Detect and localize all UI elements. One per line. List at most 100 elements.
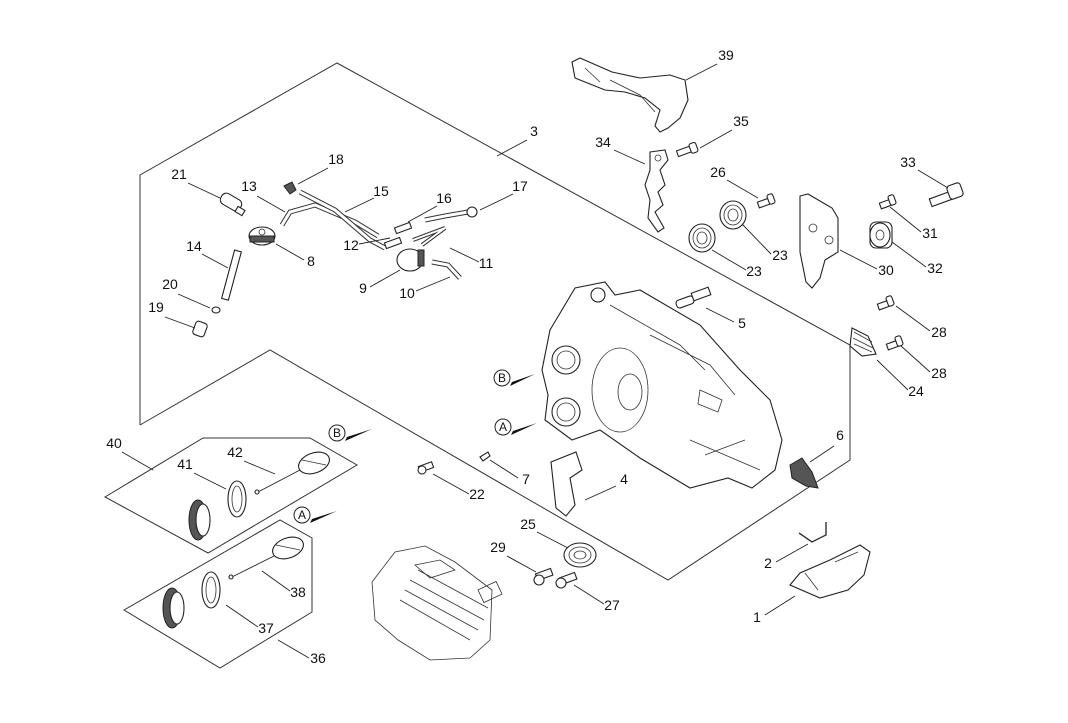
callout-number: 36 [310, 650, 326, 666]
part-5-pin [675, 286, 712, 309]
callout-number: 33 [900, 154, 916, 170]
callout-14: 14 [186, 238, 229, 269]
callout-31: 31 [889, 206, 938, 241]
part-10-hose [431, 259, 462, 280]
callout-15: 15 [344, 183, 389, 213]
ref-marker-letter: B [498, 371, 506, 385]
leader-line [261, 570, 291, 592]
part-36-plug [162, 587, 185, 629]
part-24-spring [849, 327, 877, 357]
part-1-cover [789, 544, 871, 599]
leader-line [506, 555, 537, 573]
leader-line [876, 359, 909, 391]
callout-4: 4 [584, 471, 628, 501]
callout-number: 37 [258, 620, 274, 636]
callout-number: 2 [764, 555, 772, 571]
callout-number: 28 [931, 365, 947, 381]
callout-34: 34 [595, 134, 646, 165]
assembly-frame-3 [139, 62, 851, 581]
callout-number: 16 [436, 190, 452, 206]
callout-number: 24 [908, 383, 924, 399]
callout-26: 26 [710, 164, 759, 199]
leader-line [573, 584, 605, 605]
callout-number: 11 [479, 255, 494, 271]
crankcase-housing [541, 281, 783, 489]
part-2-wire [798, 522, 827, 543]
ref-marker-a-main: A [494, 418, 537, 436]
callout-number: 4 [620, 471, 628, 487]
callout-21: 21 [171, 166, 221, 199]
leader-line [201, 253, 229, 269]
callout-33: 33 [900, 154, 949, 189]
leader-line [193, 472, 227, 490]
callout-39: 39 [685, 47, 734, 81]
part-41-oring [227, 480, 247, 518]
leader-line [685, 63, 718, 81]
callout-8: 8 [275, 243, 315, 269]
callout-number: 21 [171, 166, 187, 182]
part-31-screw [878, 194, 897, 210]
callout-29: 29 [490, 539, 537, 573]
callout-number: 42 [227, 444, 243, 460]
callout-22: 22 [432, 473, 485, 502]
leader-line [496, 139, 528, 157]
callout-32: 32 [891, 241, 943, 276]
part-40-plug [188, 499, 211, 541]
callout-1: 1 [753, 595, 796, 625]
callout-number: 35 [733, 113, 749, 129]
leader-line [839, 249, 878, 270]
part-18-elbow [283, 181, 297, 195]
part-7-pin [479, 451, 491, 462]
kit-frame-36 [123, 519, 313, 669]
leader-line [344, 197, 375, 213]
leader-line [164, 316, 196, 329]
callout-number: 29 [490, 539, 506, 555]
ref-marker-a-kit: A [293, 506, 337, 524]
leader-line [297, 167, 329, 185]
ref-marker-letter: A [298, 508, 306, 522]
part-4-plate [550, 451, 583, 517]
callout-20: 20 [162, 276, 211, 309]
callout-number: 5 [738, 315, 746, 331]
callout-number: 6 [836, 427, 844, 443]
leader-line [775, 543, 809, 563]
leader-line [369, 269, 401, 288]
leader-line [726, 179, 759, 199]
callout-number: 7 [522, 471, 530, 487]
callout-number: 8 [307, 253, 315, 269]
callout-7: 7 [489, 459, 530, 487]
callout-number: 20 [162, 276, 178, 292]
callout-number: 38 [290, 584, 306, 600]
part-17-hose [424, 206, 478, 223]
callout-40: 40 [106, 435, 154, 471]
callout-number: 14 [186, 238, 202, 254]
leader-line [699, 129, 733, 149]
callout-number: 41 [177, 456, 193, 472]
part-16-connector [393, 221, 413, 235]
leader-line [895, 305, 931, 332]
part-21-fitting [219, 192, 246, 217]
leader-line [187, 182, 221, 199]
part-28-screw-b [885, 335, 904, 351]
callout-number: 19 [148, 299, 164, 315]
callout-6: 6 [809, 427, 844, 463]
engine-cylinder [371, 545, 503, 661]
part-34-bracket [644, 149, 669, 233]
leader-line [449, 247, 480, 263]
callout-number: 25 [520, 516, 536, 532]
leader-line [256, 195, 286, 213]
part-14-tube [220, 249, 243, 301]
ref-marker-b-kit: B [328, 424, 372, 442]
callout-number: 27 [604, 597, 620, 613]
leader-line [889, 206, 922, 233]
leader-line [584, 485, 617, 501]
callout-number: 12 [343, 237, 359, 253]
part-29-screw [533, 567, 554, 586]
callout-number: 15 [373, 183, 389, 199]
part-6-clip [789, 457, 819, 489]
part-39-cover [571, 57, 689, 133]
leader-line [705, 307, 735, 323]
leader-line [536, 531, 569, 549]
leader-line [489, 459, 519, 479]
